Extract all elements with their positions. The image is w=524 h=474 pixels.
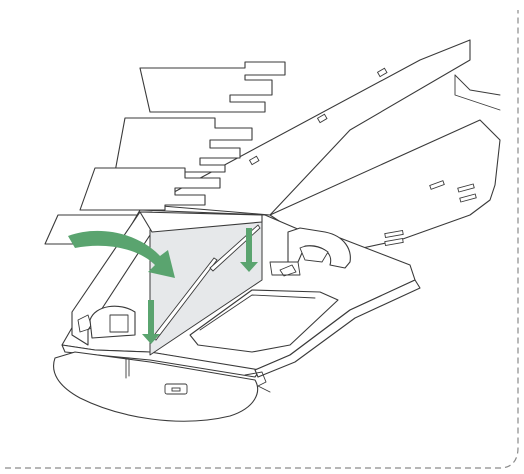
fin-1: [140, 62, 285, 112]
slot-mark: [378, 68, 387, 76]
